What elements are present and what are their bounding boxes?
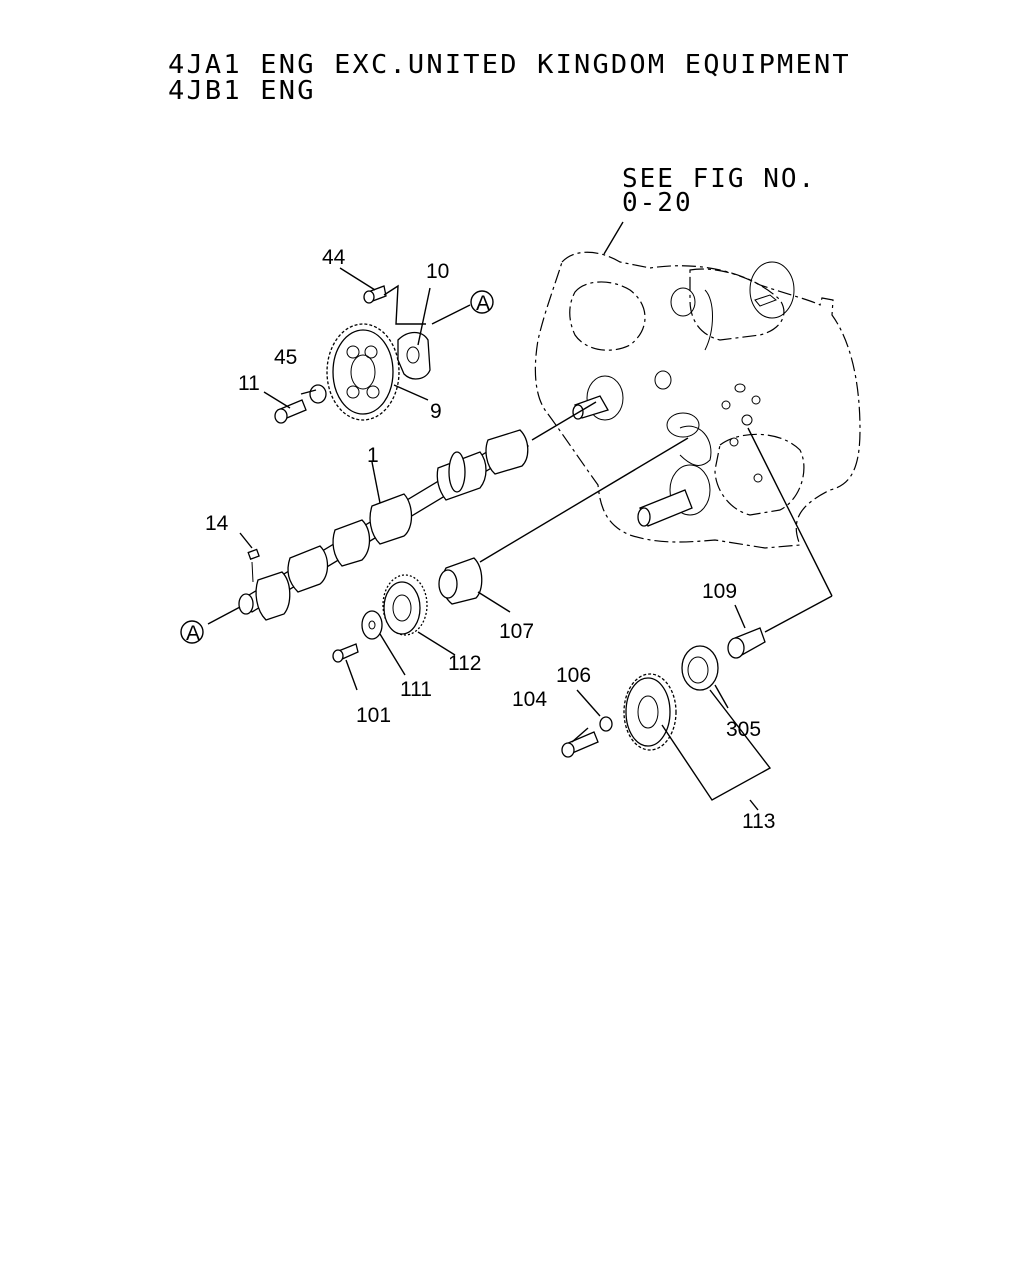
callout-45: 45	[274, 346, 297, 369]
callout-111: 111	[400, 678, 432, 701]
callout-113: 113	[742, 810, 775, 833]
callout-44: 44	[322, 246, 346, 269]
callout-106: 106	[556, 664, 591, 687]
callout-14: 14	[205, 512, 229, 535]
idler-gear-assembly	[332, 557, 766, 663]
callout-101: 101	[356, 704, 391, 727]
callout-112: 112	[448, 652, 481, 675]
reference-a-bottom: A	[186, 622, 200, 645]
header-engine-line-1: 4JA1 ENG EXC.UNITED KINGDOM EQUIPMENT	[168, 50, 851, 80]
reference-circle-a-bottom	[180, 620, 204, 644]
header-engine-line-2: 4JB1 ENG	[168, 76, 316, 106]
engine-housing	[534, 251, 861, 549]
callout-1: 1	[367, 444, 379, 467]
camshaft	[238, 429, 529, 621]
reference-a-top: A	[476, 292, 490, 315]
reference-circle-a-top	[470, 290, 494, 314]
see-figure-number: 0-20	[622, 188, 693, 218]
cam-gear-assembly	[274, 285, 431, 424]
callout-305: 305	[726, 718, 761, 741]
see-figure-label: SEE FIG NO.	[622, 164, 817, 194]
callout-10: 10	[426, 260, 449, 283]
leader-lines	[207, 221, 833, 811]
idler-gear-2-assembly	[561, 645, 719, 758]
callout-107: 107	[499, 620, 534, 643]
callout-11: 11	[238, 372, 260, 395]
callout-9: 9	[430, 400, 442, 423]
callout-109: 109	[702, 580, 737, 603]
callout-104: 104	[512, 688, 547, 711]
